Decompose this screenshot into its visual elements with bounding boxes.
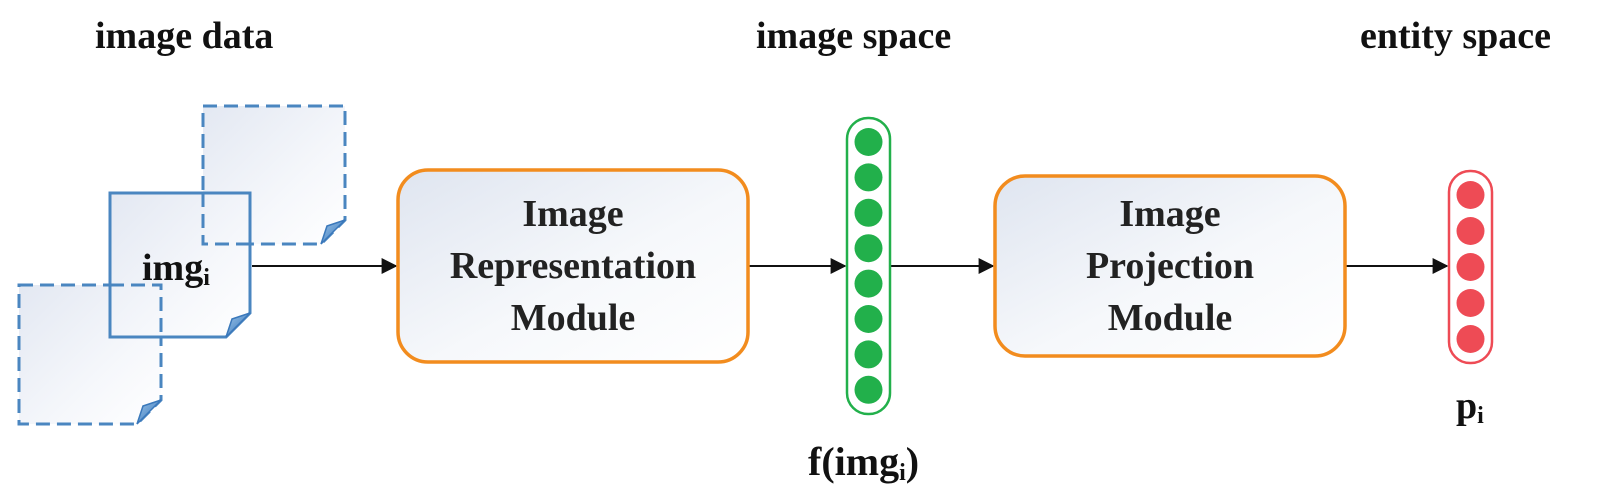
- vector-dot: [854, 340, 883, 369]
- vector-dot: [1456, 181, 1485, 209]
- vector-dot: [854, 198, 883, 227]
- vector-dot: [854, 305, 883, 333]
- page-fold-icon: [320, 219, 346, 245]
- feature-label: f(imgi): [808, 439, 920, 486]
- module-label-line: Image: [1119, 193, 1221, 235]
- module-label-line: Projection: [1085, 245, 1255, 287]
- entity-label: pi: [1456, 385, 1484, 429]
- vector-dot: [854, 128, 883, 156]
- page-fold-icon: [136, 399, 162, 425]
- header-image-space: image space: [756, 15, 952, 57]
- feature-vector-capsule: [845, 116, 892, 416]
- image-label: imgi: [142, 247, 210, 291]
- image-projection-module-label: Image Projection Module: [995, 176, 1345, 356]
- vector-dot: [854, 375, 883, 404]
- vector-dot: [1456, 289, 1485, 317]
- image-representation-module-label: Image Representation Module: [398, 170, 748, 362]
- vector-dot: [854, 269, 883, 298]
- vector-dot: [1456, 217, 1485, 245]
- module-label-line: Module: [1107, 297, 1233, 339]
- image-projection-module-box: [993, 174, 1347, 358]
- document-front: [108, 191, 252, 339]
- feature-vector-dots: [854, 128, 883, 404]
- module-label-line: Module: [510, 297, 636, 339]
- vector-dot: [1456, 253, 1485, 281]
- header-image-data: image data: [95, 15, 274, 57]
- image-representation-module-box: [396, 168, 750, 364]
- page-fold-icon: [225, 312, 251, 338]
- header-entity-space: entity space: [1360, 15, 1552, 57]
- module-label-line: Representation: [449, 245, 697, 287]
- vector-dot: [1456, 325, 1485, 353]
- vector-dot: [854, 163, 883, 192]
- module-label-line: Image: [522, 193, 624, 235]
- entity-vector-dots: [1456, 181, 1485, 353]
- vector-dot: [854, 234, 883, 263]
